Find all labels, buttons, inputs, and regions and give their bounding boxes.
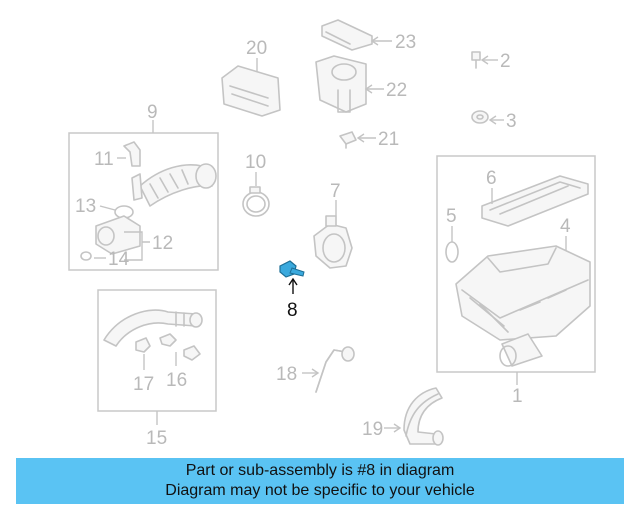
banner-line-1: Part or sub-assembly is #8 in diagram: [185, 462, 455, 479]
part-8-bolt-highlighted[interactable]: [279, 260, 305, 294]
part-17-clip[interactable]: [135, 337, 151, 370]
label-18: 18: [276, 364, 297, 385]
part-16-bolt[interactable]: [159, 333, 201, 366]
part-2-clip[interactable]: [471, 51, 498, 69]
label-19: 19: [362, 419, 383, 440]
part-10-clamp[interactable]: [242, 172, 270, 217]
label-23: 23: [395, 32, 416, 53]
part-19-elbow-hose[interactable]: [384, 387, 444, 446]
label-1: 1: [512, 386, 523, 407]
label-11: 11: [94, 149, 114, 170]
label-2: 2: [500, 51, 511, 72]
part-3-grommet[interactable]: [471, 110, 504, 125]
part-13-gasket[interactable]: [99, 205, 134, 219]
label-13: 13: [75, 196, 96, 217]
label-16: 16: [166, 370, 187, 391]
part-5-seal[interactable]: [445, 226, 459, 263]
label-15: 15: [146, 428, 167, 449]
part-11-sensor[interactable]: [117, 141, 141, 167]
info-banner: Part or sub-assembly is #8 in diagram Di…: [16, 458, 624, 504]
label-12: 12: [152, 233, 173, 254]
label-7: 7: [330, 181, 341, 202]
label-21: 21: [378, 129, 399, 150]
label-4: 4: [560, 216, 571, 237]
part-15-hose[interactable]: [103, 309, 203, 347]
label-14: 14: [108, 249, 130, 270]
label-5: 5: [446, 206, 457, 227]
part-20-duct[interactable]: [221, 58, 281, 117]
label-8: 8: [287, 300, 298, 321]
part-intake-hose-9[interactable]: [131, 163, 217, 207]
part-21-bolt[interactable]: [339, 131, 376, 149]
label-3: 3: [506, 111, 517, 132]
group-box-1: [436, 155, 596, 373]
part-7-maf-sensor[interactable]: [313, 200, 353, 269]
part-14-oring[interactable]: [80, 251, 106, 261]
part-12-throttle-body[interactable]: [95, 215, 150, 261]
part-1-air-cleaner[interactable]: [455, 245, 591, 367]
part-22-resonator[interactable]: [315, 55, 384, 113]
label-17: 17: [133, 374, 154, 395]
group-box-9: [68, 132, 219, 271]
label-10: 10: [245, 152, 266, 173]
part-23-duct[interactable]: [321, 19, 392, 51]
label-9: 9: [147, 102, 158, 123]
part-6-filter-element[interactable]: [481, 175, 589, 227]
label-6: 6: [486, 168, 497, 189]
banner-line-2: Diagram may not be specific to your vehi…: [165, 482, 475, 499]
label-22: 22: [386, 80, 407, 101]
label-20: 20: [246, 38, 267, 59]
part-18-tube[interactable]: [302, 346, 355, 393]
